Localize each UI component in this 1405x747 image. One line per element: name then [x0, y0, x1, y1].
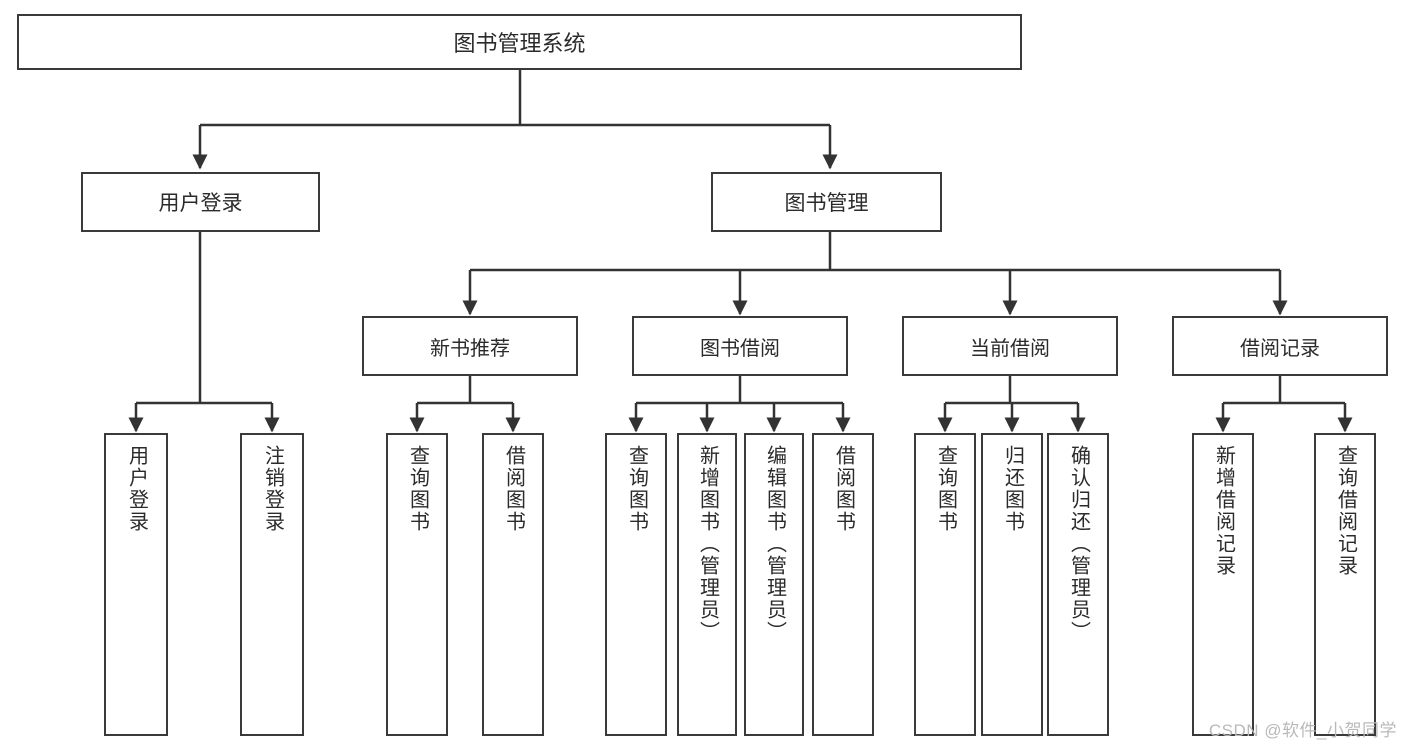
node-current-borrow[interactable]: 当前借阅 [902, 316, 1118, 376]
node-leaf-query-borrow-record[interactable]: 查询借阅记录 [1314, 433, 1376, 736]
leaf-label: 确认归还（管理员） [1067, 445, 1090, 643]
node-leaf-borrow-book-new[interactable]: 借阅图书 [482, 433, 544, 736]
node-leaf-add-book-admin[interactable]: 新增图书（管理员） [677, 433, 737, 736]
node-user-login[interactable]: 用户登录 [81, 172, 320, 232]
leaf-label: 注销登录 [261, 445, 284, 533]
leaf-label: 查询借阅记录 [1334, 445, 1357, 577]
leaf-label: 归还图书 [1001, 445, 1024, 533]
leaf-label: 查询图书 [934, 445, 957, 533]
node-leaf-user-login[interactable]: 用户登录 [104, 433, 168, 736]
leaf-label: 新增图书（管理员） [696, 445, 719, 643]
csdn-watermark: CSDN @软件_小贺同学 [1208, 721, 1397, 740]
node-leaf-query-book-borrow[interactable]: 查询图书 [605, 433, 667, 736]
node-leaf-borrow-book-borrow[interactable]: 借阅图书 [812, 433, 874, 736]
node-leaf-return-book[interactable]: 归还图书 [981, 433, 1043, 736]
node-borrow-record[interactable]: 借阅记录 [1172, 316, 1388, 376]
node-leaf-query-book-current[interactable]: 查询图书 [914, 433, 976, 736]
node-book-borrow[interactable]: 图书借阅 [632, 316, 848, 376]
node-book-manage[interactable]: 图书管理 [711, 172, 942, 232]
leaf-label: 查询图书 [406, 445, 429, 533]
node-leaf-confirm-return-admin[interactable]: 确认归还（管理员） [1047, 433, 1109, 736]
node-new-book-recommend[interactable]: 新书推荐 [362, 316, 578, 376]
leaf-label: 用户登录 [125, 445, 148, 533]
node-leaf-logout-login[interactable]: 注销登录 [240, 433, 304, 736]
leaf-label: 编辑图书（管理员） [763, 445, 786, 643]
leaf-label: 新增借阅记录 [1212, 445, 1235, 577]
leaf-label: 借阅图书 [832, 445, 855, 533]
node-leaf-edit-book-admin[interactable]: 编辑图书（管理员） [744, 433, 804, 736]
leaf-label: 借阅图书 [502, 445, 525, 533]
leaf-label: 查询图书 [625, 445, 648, 533]
node-leaf-query-book-new[interactable]: 查询图书 [386, 433, 448, 736]
node-root-system[interactable]: 图书管理系统 [17, 14, 1022, 70]
node-leaf-add-borrow-record[interactable]: 新增借阅记录 [1192, 433, 1254, 736]
